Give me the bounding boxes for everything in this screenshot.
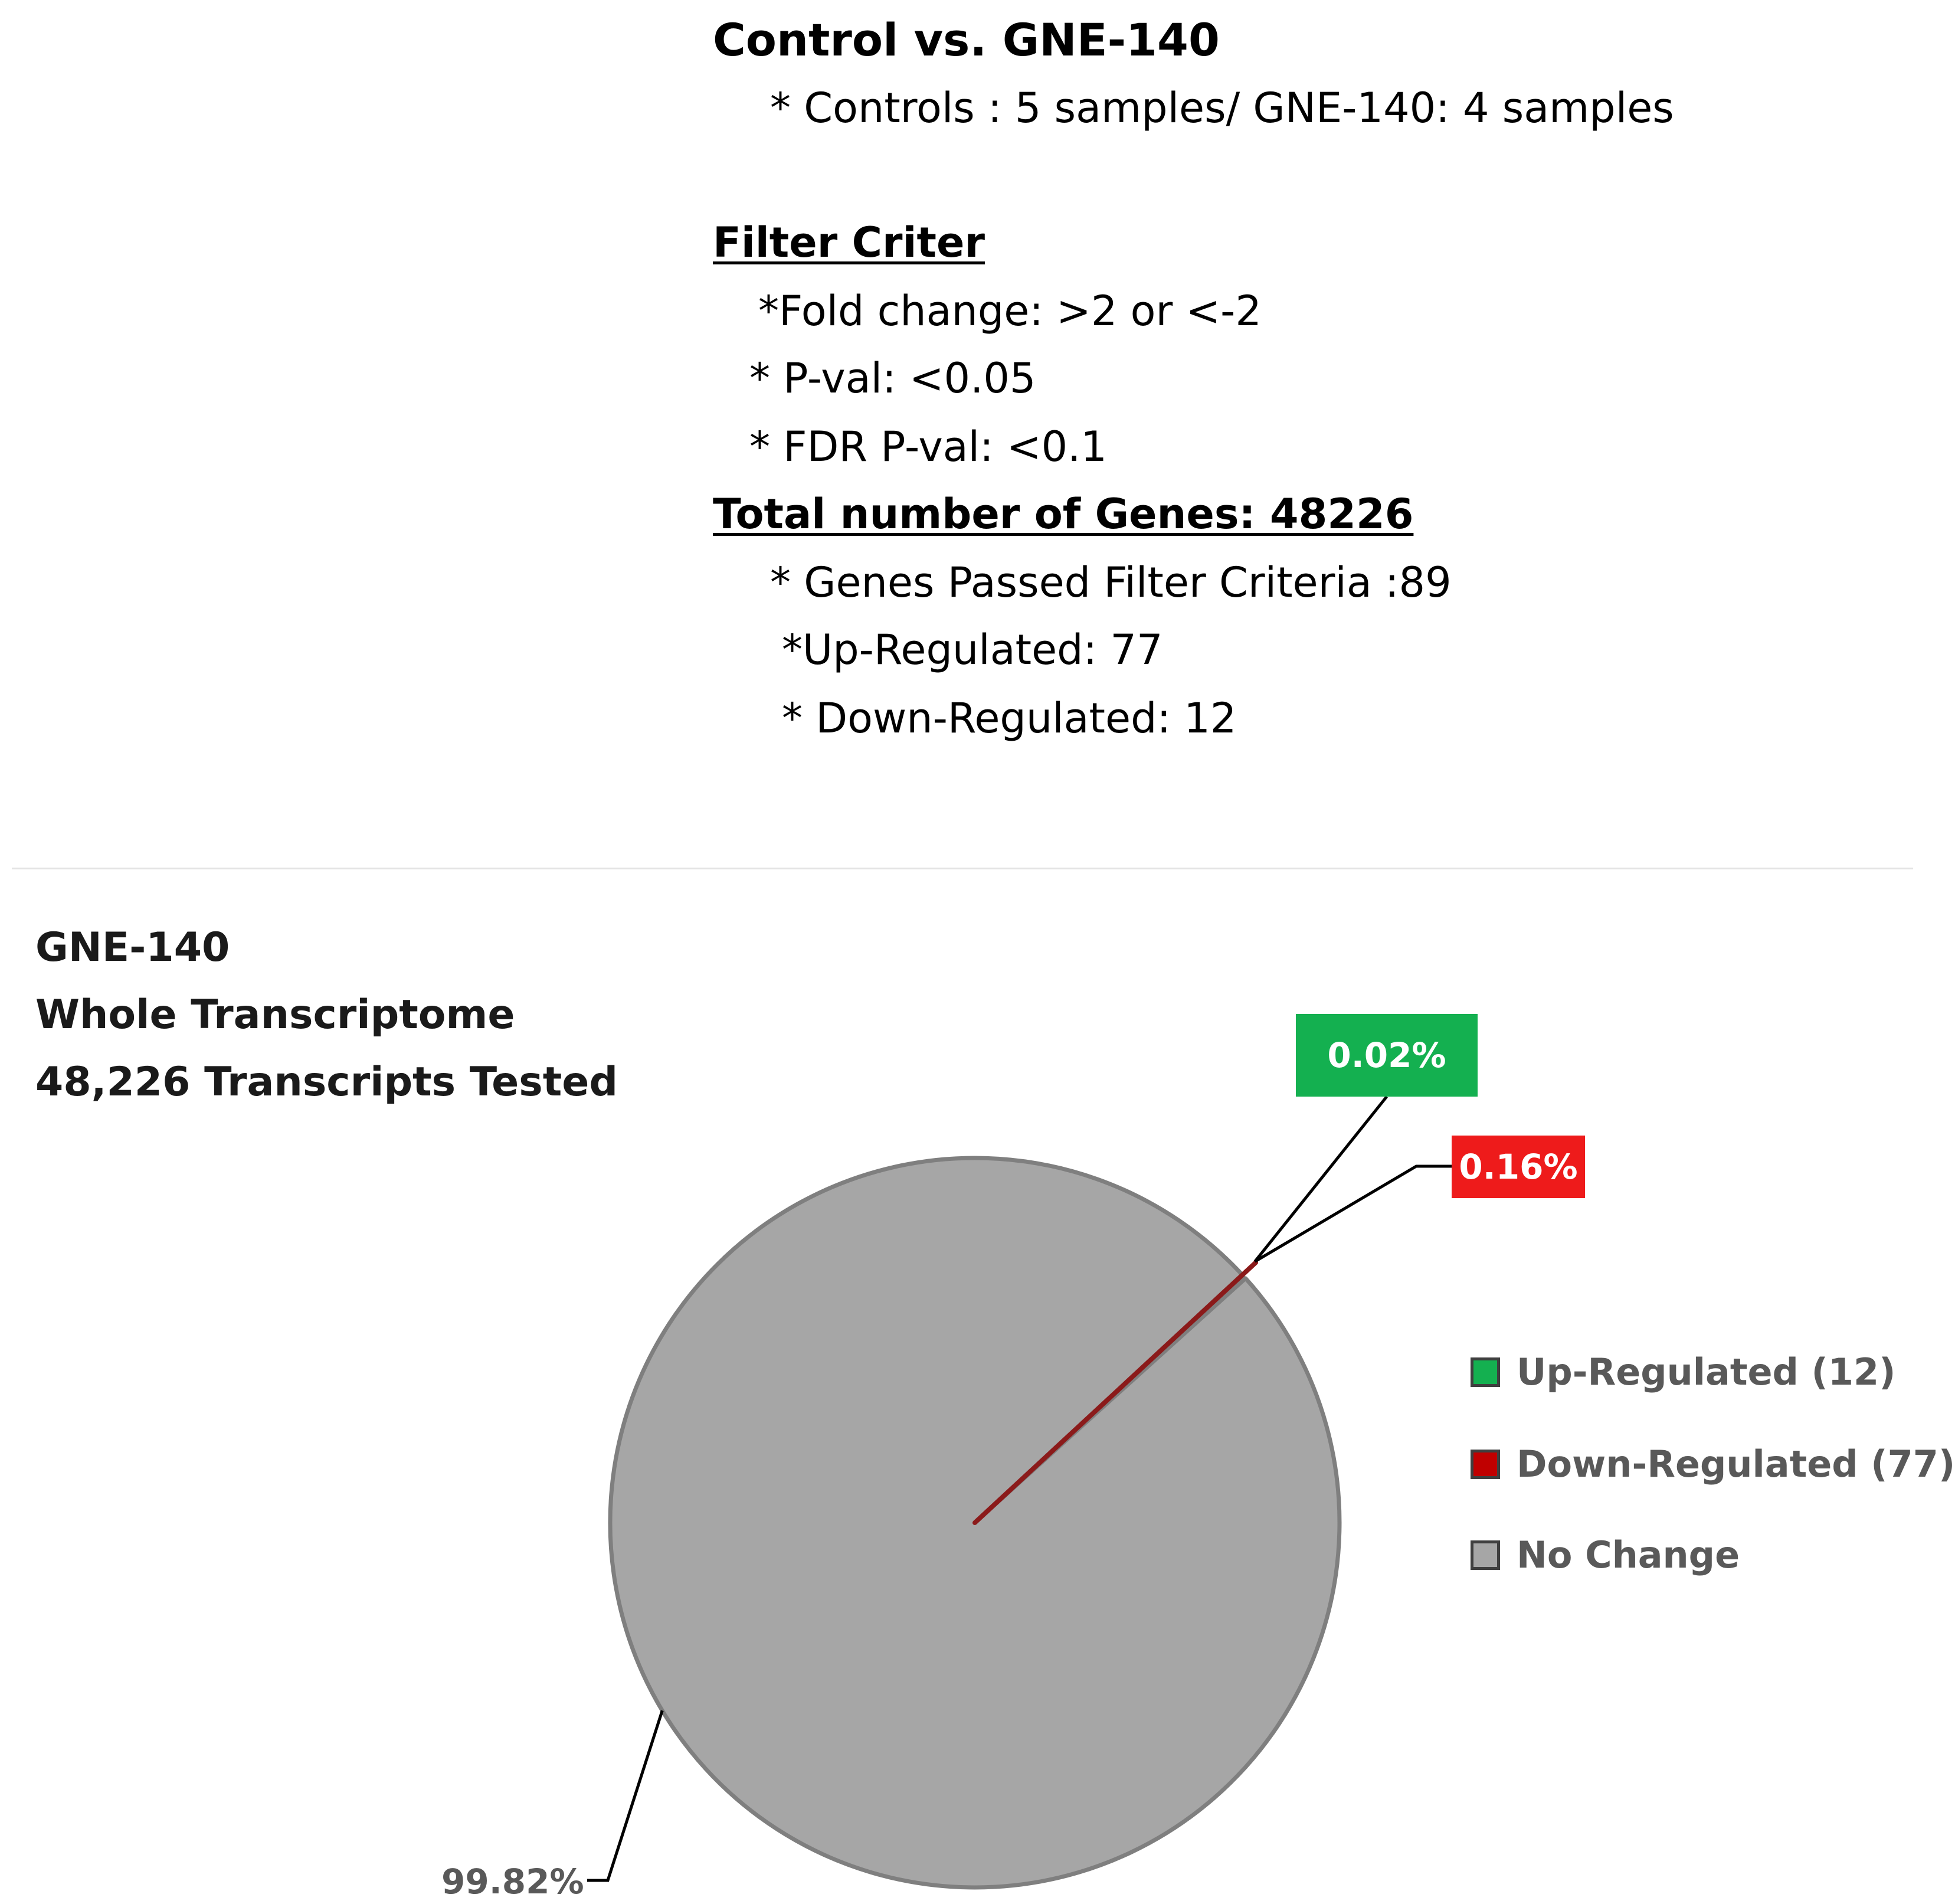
legend-label-up-regulated: Up-Regulated (12) <box>1517 1350 1896 1393</box>
fold-change-criterion: *Fold change: >2 or <-2 <box>758 287 1262 335</box>
leader-line-down-regulated <box>1254 1164 1452 1263</box>
legend-swatch-red-icon <box>1471 1449 1500 1479</box>
legend-label-no-change: No Change <box>1517 1533 1740 1576</box>
section-divider <box>12 868 1913 869</box>
pie-slice-highlight-edge <box>972 1260 1259 1525</box>
comparison-heading: Control vs. GNE-140 <box>713 14 1220 66</box>
data-label-no-change: 99.82% <box>441 1862 584 1902</box>
legend-swatch-green-icon <box>1471 1357 1500 1387</box>
genes-passed: * Genes Passed Filter Criteria :89 <box>770 558 1452 607</box>
down-regulated-count: * Down-Regulated: 12 <box>782 694 1237 742</box>
chart-title-line2: Whole Transcriptome <box>35 992 515 1038</box>
data-label-down-regulated: 0.16% <box>1452 1136 1585 1198</box>
chart-title-line1: GNE-140 <box>35 924 230 971</box>
total-genes-heading: Total number of Genes: 48226 <box>713 490 1414 538</box>
data-label-up-regulated: 0.02% <box>1296 1014 1478 1097</box>
legend-swatch-gray-icon <box>1471 1540 1500 1570</box>
legend-item-up-regulated: Up-Regulated (12) <box>1471 1350 1895 1393</box>
leader-line-no-change <box>587 1710 664 1882</box>
up-regulated-count: *Up-Regulated: 77 <box>782 626 1163 674</box>
legend-label-down-regulated: Down-Regulated (77) <box>1517 1442 1955 1486</box>
pval-criterion: * P-val: <0.05 <box>749 354 1036 403</box>
fdr-criterion: * FDR P-val: <0.1 <box>749 423 1107 471</box>
legend-item-no-change: No Change <box>1471 1533 1740 1576</box>
filter-criteria-heading: Filter Criter <box>713 218 985 267</box>
leader-line-up-regulated <box>1253 1095 1388 1263</box>
chart-title-line3: 48,226 Transcripts Tested <box>35 1059 618 1105</box>
legend-item-down-regulated: Down-Regulated (77) <box>1471 1442 1955 1486</box>
samples-note: * Controls : 5 samples/ GNE-140: 4 sampl… <box>770 84 1674 132</box>
